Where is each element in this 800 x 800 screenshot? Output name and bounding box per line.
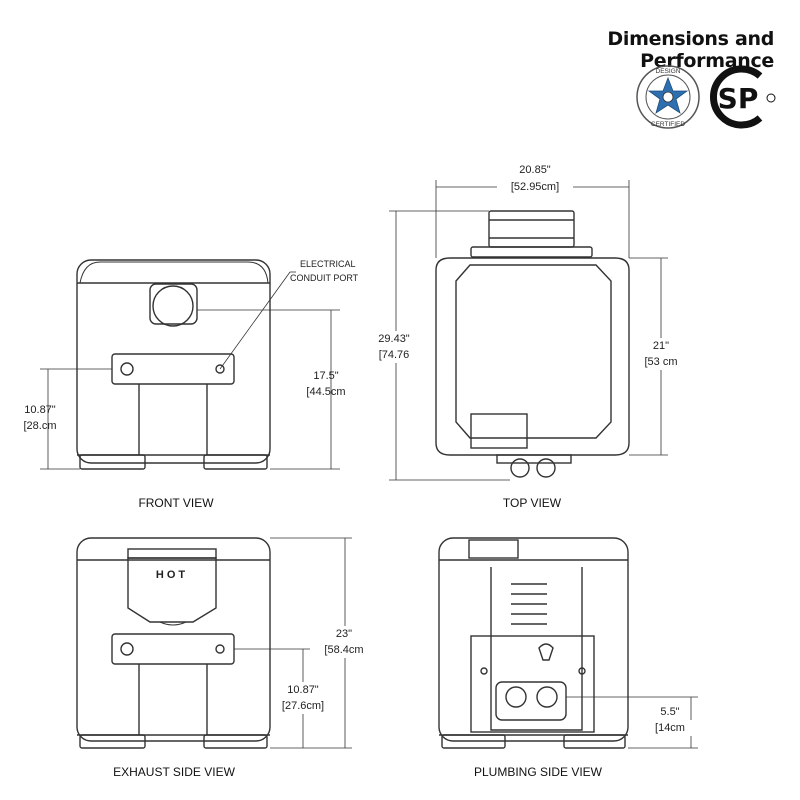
badge-text-top: DESIGN [656,68,681,75]
csa-logo: SP [709,65,776,129]
front-height-in: 10.87" [24,404,56,416]
top-view-label: TOP VIEW [502,496,562,510]
design-certified-badge: DESIGN CERTIFIED [636,65,700,129]
front-dim-lines [40,271,340,470]
badge-text-bottom: CERTIFIED [651,121,685,128]
top-depth-cm: [53 cm [632,354,690,370]
csa-mark-text: SP [718,82,759,115]
exhaust-mount-in: 10.87" [272,682,334,698]
plumbing-view-drawing [438,537,629,749]
front-view-label: FRONT VIEW [138,496,214,510]
exhaust-view-label: EXHAUST SIDE VIEW [113,765,235,779]
exhaust-height-in: 23" [314,626,374,642]
plumbing-view-label: PLUMBING SIDE VIEW [473,765,603,779]
top-width-in: 20.85" [519,164,551,176]
top-depth-in: 21" [632,338,690,354]
front-height-cm: [28.cm [23,420,57,432]
top-width-cm: [52.95cm] [497,179,573,195]
top-dim-lines [389,180,668,481]
top-overall-cm: [74.76 [364,347,424,363]
exhaust-mount-cm: [27.6cm] [272,698,334,714]
plumbing-height-cm: [14cm [648,720,692,736]
conduit-callout-line2: CONDUIT PORT [290,273,359,283]
top-overall-in: 29.43" [364,331,424,347]
hot-label: HOT [156,569,188,581]
front-port-cm: [44.5cm [306,386,346,398]
conduit-callout-line1: ELECTRICAL [300,259,356,269]
plumbing-height-in: 5.5" [650,704,690,720]
exhaust-height-cm: [58.4cm [314,642,374,658]
front-view-drawing [76,259,271,470]
front-port-in: 17.5" [313,370,339,382]
top-view-drawing [435,210,630,478]
